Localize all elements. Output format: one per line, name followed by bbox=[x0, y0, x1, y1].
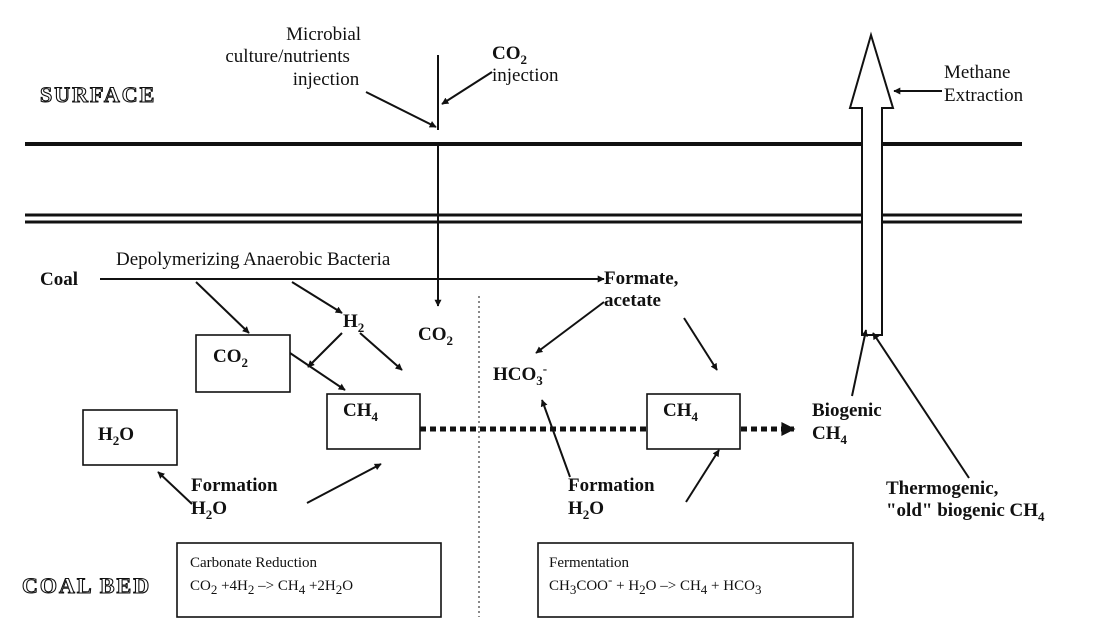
surface-label: SURFACE bbox=[40, 82, 156, 107]
ch4-left-box bbox=[326, 393, 421, 450]
formate-to-hco3-arrow bbox=[535, 301, 605, 354]
formation-to-ch4-left-arrow bbox=[306, 463, 382, 504]
co2-injection-text: injection bbox=[492, 65, 559, 86]
formation-to-hco3-arrow bbox=[540, 399, 571, 478]
carbonate-reduction-equation: CO2 +4H2 –> CH4 +2H2O bbox=[190, 578, 353, 597]
co2-box bbox=[195, 334, 291, 393]
formate-acetate-label: Formate, acetate bbox=[604, 268, 683, 311]
co2-injection-arrow bbox=[441, 71, 493, 105]
biogenic-ch4-label: Biogenic CH4 bbox=[812, 400, 886, 447]
methane-extraction-arrow bbox=[848, 31, 895, 336]
ch4-right-box bbox=[646, 393, 741, 450]
biogenic-to-extraction-arrow bbox=[851, 329, 869, 397]
coal-to-co2-arrow bbox=[195, 281, 250, 334]
formation-h2o-left-label: Formation H2O bbox=[191, 475, 282, 522]
fermentation-title: Fermentation bbox=[549, 555, 629, 571]
carbonate-reduction-box bbox=[176, 542, 442, 618]
h2-to-ch4-right-arrow bbox=[359, 332, 403, 371]
h2-label: H2 bbox=[343, 311, 364, 335]
ch4-right-label: CH4 bbox=[663, 400, 699, 424]
co2-injection-label: CO2 bbox=[492, 43, 527, 67]
thermogenic-label: Thermogenic, "old" biogenic CH4 bbox=[886, 478, 1045, 524]
depolymerizing-label: Depolymerizing Anaerobic Bacteria bbox=[116, 249, 391, 270]
hco3-label: HCO3- bbox=[493, 361, 547, 388]
formate-to-ch4-right-arrow bbox=[683, 317, 718, 371]
h2-to-ch4-left-arrow bbox=[307, 332, 343, 368]
formation-to-ch4-right-arrow bbox=[685, 449, 720, 503]
co2-box-label: CO2 bbox=[213, 346, 248, 370]
h2o-box bbox=[82, 409, 178, 466]
microbial-injection-arrow bbox=[365, 91, 437, 128]
carbonate-reduction-title: Carbonate Reduction bbox=[190, 555, 318, 571]
co2-to-ch4-arrow bbox=[289, 352, 346, 391]
coal-to-h2-arrow bbox=[291, 281, 343, 314]
formation-to-h2o-box-arrow bbox=[157, 471, 193, 505]
fermentation-box bbox=[537, 542, 854, 618]
coal-label: Coal bbox=[40, 269, 78, 290]
co2-free-label: CO2 bbox=[418, 324, 453, 348]
microbial-injection-label: Microbial culture/nutrients injection bbox=[225, 24, 365, 90]
coal-bed-label: COAL BED bbox=[22, 573, 151, 598]
fermentation-equation: CH3COO- + H2O –> CH4 + HCO3 bbox=[549, 572, 761, 597]
thermogenic-to-extraction-arrow bbox=[872, 332, 970, 479]
h2o-box-label: H2O bbox=[98, 424, 134, 448]
formation-h2o-right-label: Formation H2O bbox=[568, 475, 659, 522]
ch4-left-label: CH4 bbox=[343, 400, 379, 424]
methane-extraction-label: Methane Extraction bbox=[944, 62, 1024, 106]
